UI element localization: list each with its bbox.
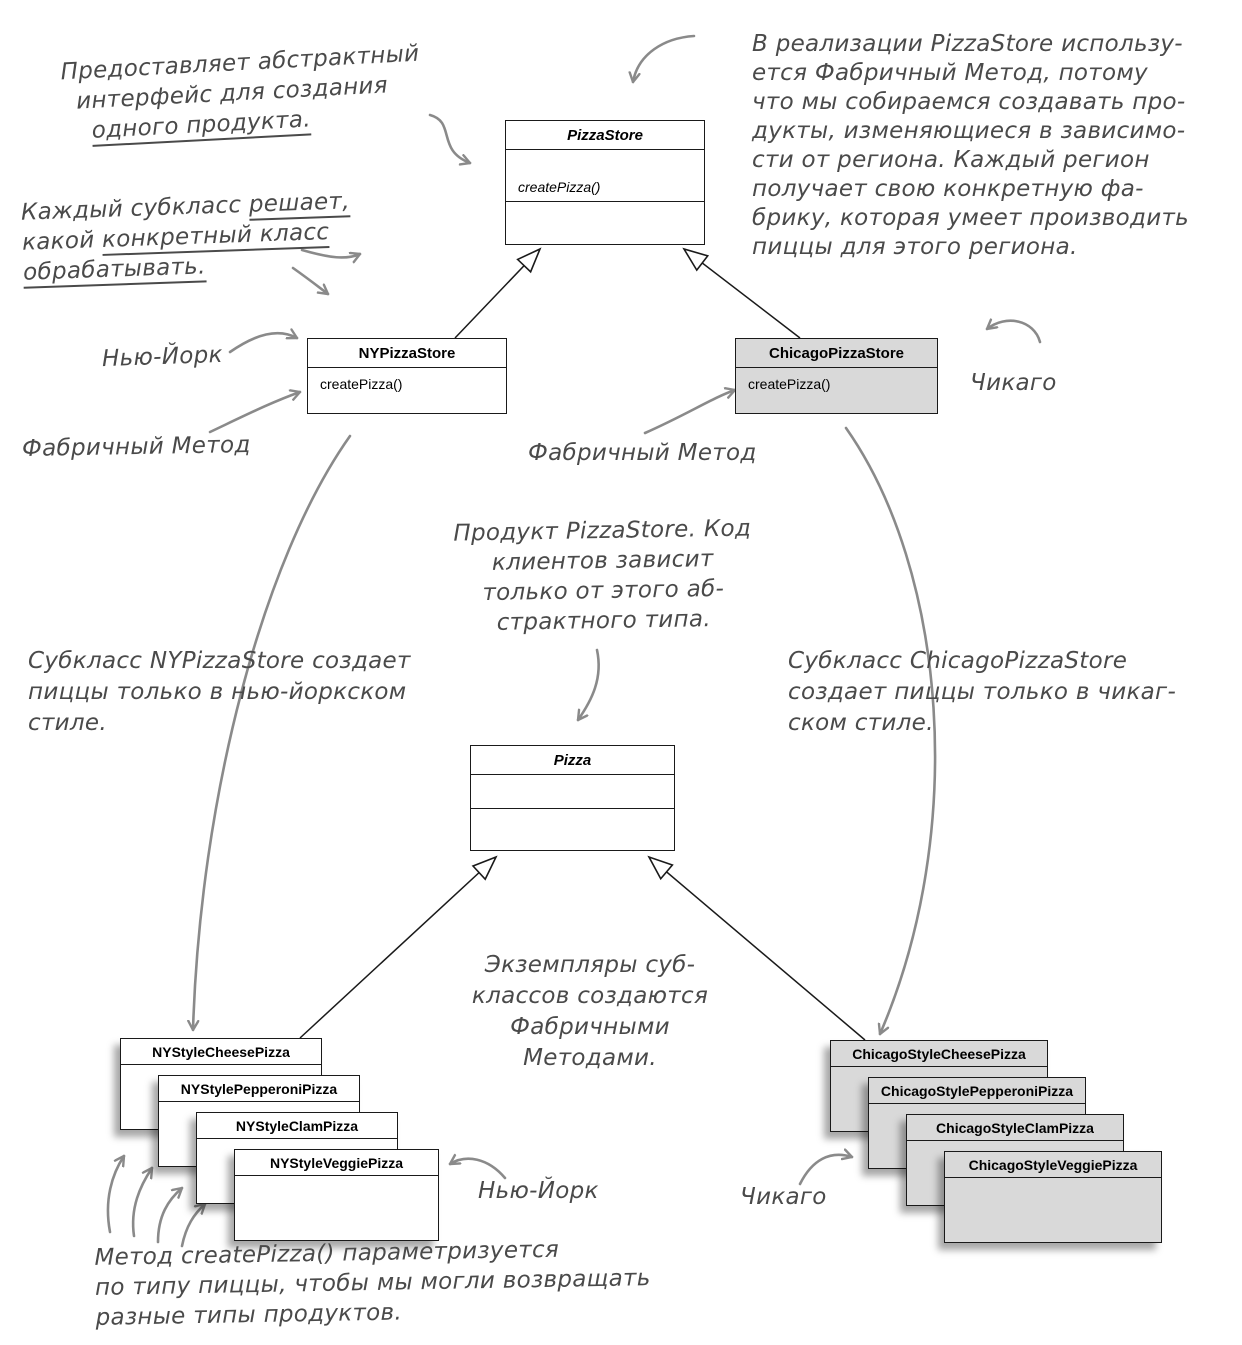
arrow-createpizza-note-2 xyxy=(131,1166,154,1238)
class-box-chicagopizzastore: ChicagoPizzaStore createPizza() xyxy=(735,338,938,414)
note-line: Субкласс ChicagoPizzaStore xyxy=(788,648,1128,674)
arrow-product-note-to-pizza xyxy=(576,648,600,722)
label-chicago-bottom: Чикаго xyxy=(740,1184,827,1210)
arrow-createpizza-note-1 xyxy=(106,1154,126,1234)
note-line: классов создаются xyxy=(471,983,709,1009)
note-line: В реализации PizzaStore использу- xyxy=(752,31,1183,57)
class-name: NYStylePepperoniPizza xyxy=(159,1076,359,1102)
note-line: пиццы только в нью-йоркском xyxy=(28,679,407,705)
arrow-factory-method-center xyxy=(643,390,737,435)
arrow-chicago-label-bottom xyxy=(798,1155,854,1186)
class-methods: createPizza() xyxy=(506,150,704,202)
note-line: что мы собираемся создавать про- xyxy=(752,89,1186,115)
hand-arrows xyxy=(106,34,1042,1248)
label-ny-bottom: Нью-Йорк xyxy=(478,1178,599,1204)
note-product: Продукт PizzaStore. Код клиентов зависит… xyxy=(437,513,769,639)
class-box-nypizzastore: NYPizzaStore createPizza() xyxy=(307,338,507,414)
class-body xyxy=(235,1176,438,1240)
note-line: Экземпляры суб- xyxy=(484,952,696,978)
note-abstract-interface: Предоставляет абстрактный интерфейс для … xyxy=(60,39,423,148)
note-line: ском стиле. xyxy=(788,710,934,736)
label-ny-top: Нью-Йорк xyxy=(101,341,224,373)
class-name: ChicagoStyleVeggiePizza xyxy=(945,1152,1161,1178)
arrow-chicago-label-top xyxy=(985,321,1042,344)
note-instances: Экземпляры суб- классов создаются Фабрич… xyxy=(445,950,735,1074)
class-name: Pizza xyxy=(471,746,674,775)
arrow-ny-label-bottom xyxy=(448,1159,507,1180)
class-name: ChicagoPizzaStore xyxy=(736,339,937,368)
note-line: брику, которая умеет производить xyxy=(752,205,1190,231)
note-line: ется Фабричный Метод, потому xyxy=(752,60,1148,86)
class-methods xyxy=(471,809,674,850)
note-line: получает свою конкретную фа- xyxy=(752,176,1144,202)
note-line: Фабричными xyxy=(510,1014,670,1040)
class-name: ChicagoStyleClamPizza xyxy=(907,1115,1123,1141)
note-line: Продукт PizzaStore. Код xyxy=(453,515,752,547)
class-attributes xyxy=(471,775,674,809)
class-name: ChicagoStyleCheesePizza xyxy=(831,1041,1047,1067)
label-chicago-top: Чикаго xyxy=(970,370,1057,396)
label-factory-method-center: Фабричный Метод xyxy=(528,440,757,466)
arrow-factory-method-left xyxy=(208,392,302,434)
method-createpizza: createPizza() xyxy=(320,376,403,392)
arrow-ny-label-top xyxy=(228,333,299,354)
arrow-chicagopizzastore-to-chicagostack xyxy=(844,426,937,1036)
class-name: NYStyleVeggiePizza xyxy=(235,1150,438,1176)
note-createpizza-parameter: Метод createPizza() параметризуется по т… xyxy=(94,1233,651,1333)
note-line: пиццы для этого региона. xyxy=(752,234,1078,260)
class-methods: createPizza() xyxy=(308,368,506,413)
arrow-abstract-note-to-pizzastore xyxy=(428,113,472,163)
class-name: NYPizzaStore xyxy=(308,339,506,368)
note-text-underlined: решает, xyxy=(248,188,351,221)
arrow-subclass-note-1 xyxy=(300,248,362,257)
class-name: NYStyleCheesePizza xyxy=(121,1039,321,1065)
class-box-pizza: Pizza xyxy=(470,745,675,851)
note-line: страктного типа. xyxy=(496,606,712,636)
nystack-to-pizza-connector xyxy=(299,855,498,1039)
class-empty-section xyxy=(506,202,704,244)
class-name: ChicagoStylePepperoniPizza xyxy=(869,1078,1085,1104)
note-line: создает пиццы только в чикаг- xyxy=(788,679,1177,705)
note-line: только от этого аб- xyxy=(482,575,725,607)
chicagostack-to-pizza-connector xyxy=(647,855,866,1041)
arrow-createpizza-note-3 xyxy=(156,1186,184,1244)
note-chicago-subclass: Субкласс ChicagoPizzaStore создает пиццы… xyxy=(788,646,1176,739)
method-createpizza: createPizza() xyxy=(748,376,831,392)
class-body xyxy=(945,1178,1161,1242)
note-line: сти от региона. Каждый регион xyxy=(752,147,1150,173)
arrow-subclass-note-2 xyxy=(291,266,330,296)
chicago-to-pizzastore-connector xyxy=(682,247,801,339)
arrow-createpizza-note-4 xyxy=(180,1202,207,1248)
class-box-pizzastore: PizzaStore createPizza() xyxy=(505,120,705,245)
class-box-nystyleveggiepizza: NYStyleVeggiePizza xyxy=(234,1149,439,1241)
ny-to-pizzastore-connector xyxy=(454,247,542,339)
note-subclass-decides: Каждый субкласс решает, какой конкретный… xyxy=(21,186,353,289)
note-realization: В реализации PizzaStore использу- ется Ф… xyxy=(752,30,1189,262)
label-factory-method-left: Фабричный Метод xyxy=(21,432,251,462)
arrow-nypizzastore-to-nystack xyxy=(193,434,352,1032)
note-line: Субкласс NYPizzaStore создает xyxy=(28,648,411,674)
note-line: дукты, изменяющиеся в зависимо- xyxy=(752,118,1186,144)
arrow-realization-note xyxy=(633,34,696,84)
note-ny-subclass: Субкласс NYPizzaStore создает пиццы толь… xyxy=(28,646,411,739)
note-text: какой xyxy=(21,226,103,256)
class-methods: createPizza() xyxy=(736,368,937,413)
inheritance-connectors xyxy=(299,247,866,1041)
class-name: PizzaStore xyxy=(506,121,704,150)
note-line: Методами. xyxy=(523,1045,657,1071)
note-line: стиле. xyxy=(28,710,107,736)
class-box-chicagostyleveggiepizza: ChicagoStyleVeggiePizza xyxy=(944,1151,1162,1243)
class-name: NYStyleClamPizza xyxy=(197,1113,397,1139)
method-createpizza: createPizza() xyxy=(518,179,601,195)
